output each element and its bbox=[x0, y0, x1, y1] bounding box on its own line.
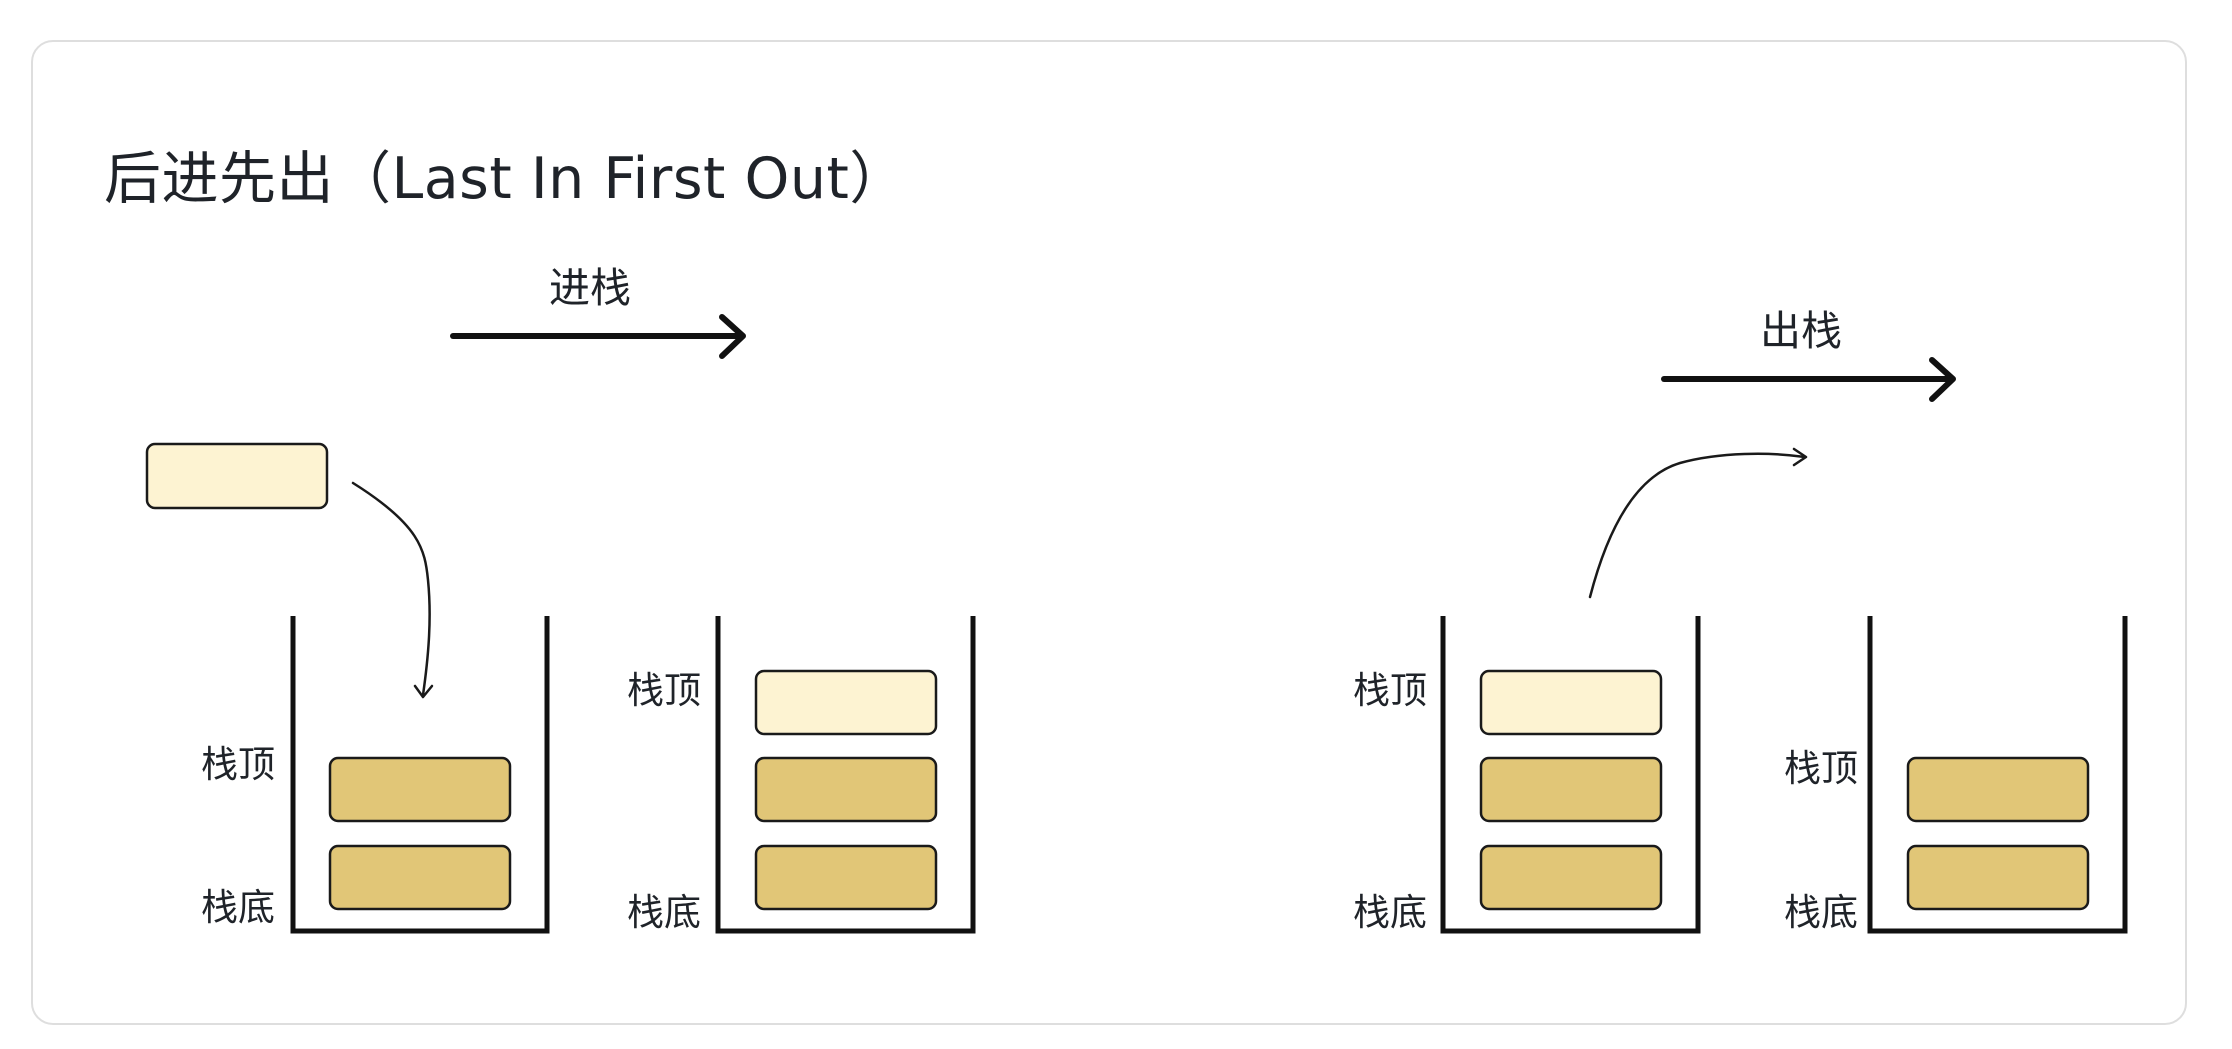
stack-element bbox=[1479, 756, 1663, 823]
push-curve-arrow bbox=[351, 481, 431, 697]
stack-top-label: 栈顶 bbox=[201, 743, 275, 786]
stack-bottom-label: 栈底 bbox=[627, 891, 701, 934]
stack-element bbox=[328, 844, 512, 911]
stack-element bbox=[328, 756, 512, 823]
stack-bottom-label: 栈底 bbox=[201, 886, 275, 929]
stack-element-top bbox=[1479, 669, 1663, 736]
diagram-title: 后进先出（Last In First Out） bbox=[104, 146, 907, 212]
push-arrow-head bbox=[719, 314, 746, 359]
pop-curve-arrow bbox=[1588, 452, 1807, 599]
stack-before-push: 栈顶 栈底 bbox=[145, 442, 550, 934]
incoming-element bbox=[145, 442, 329, 510]
push-operation: 进栈 bbox=[450, 264, 746, 359]
stack-element bbox=[1906, 844, 2090, 911]
push-curve-arrowhead bbox=[413, 684, 434, 699]
stack-top-label: 栈顶 bbox=[1784, 747, 1858, 790]
stack-container bbox=[290, 616, 550, 934]
stack-container bbox=[1867, 616, 2128, 934]
stack-bottom-label: 栈底 bbox=[1353, 891, 1427, 934]
stack-after-push: 栈顶 栈底 bbox=[627, 616, 976, 934]
stack-element bbox=[1479, 844, 1663, 911]
stack-before-pop: 栈顶 栈底 bbox=[1353, 447, 1808, 934]
stack-element-new bbox=[754, 669, 938, 736]
push-label: 进栈 bbox=[549, 264, 631, 312]
stack-element bbox=[754, 844, 938, 911]
stack-bottom-label: 栈底 bbox=[1784, 891, 1858, 934]
stack-top-label: 栈顶 bbox=[1353, 669, 1427, 712]
stack-after-pop: 栈顶 栈底 bbox=[1784, 616, 2128, 934]
stack-element bbox=[754, 756, 938, 823]
pop-arrow-head bbox=[1929, 357, 1956, 402]
stack-top-label: 栈顶 bbox=[627, 669, 701, 712]
pop-operation: 出栈 bbox=[1661, 307, 1956, 402]
stack-element bbox=[1906, 756, 2090, 823]
pop-curve-arrowhead bbox=[1792, 447, 1808, 467]
pop-label: 出栈 bbox=[1760, 307, 1842, 355]
stack-container bbox=[715, 616, 976, 934]
stack-container bbox=[1440, 616, 1701, 934]
